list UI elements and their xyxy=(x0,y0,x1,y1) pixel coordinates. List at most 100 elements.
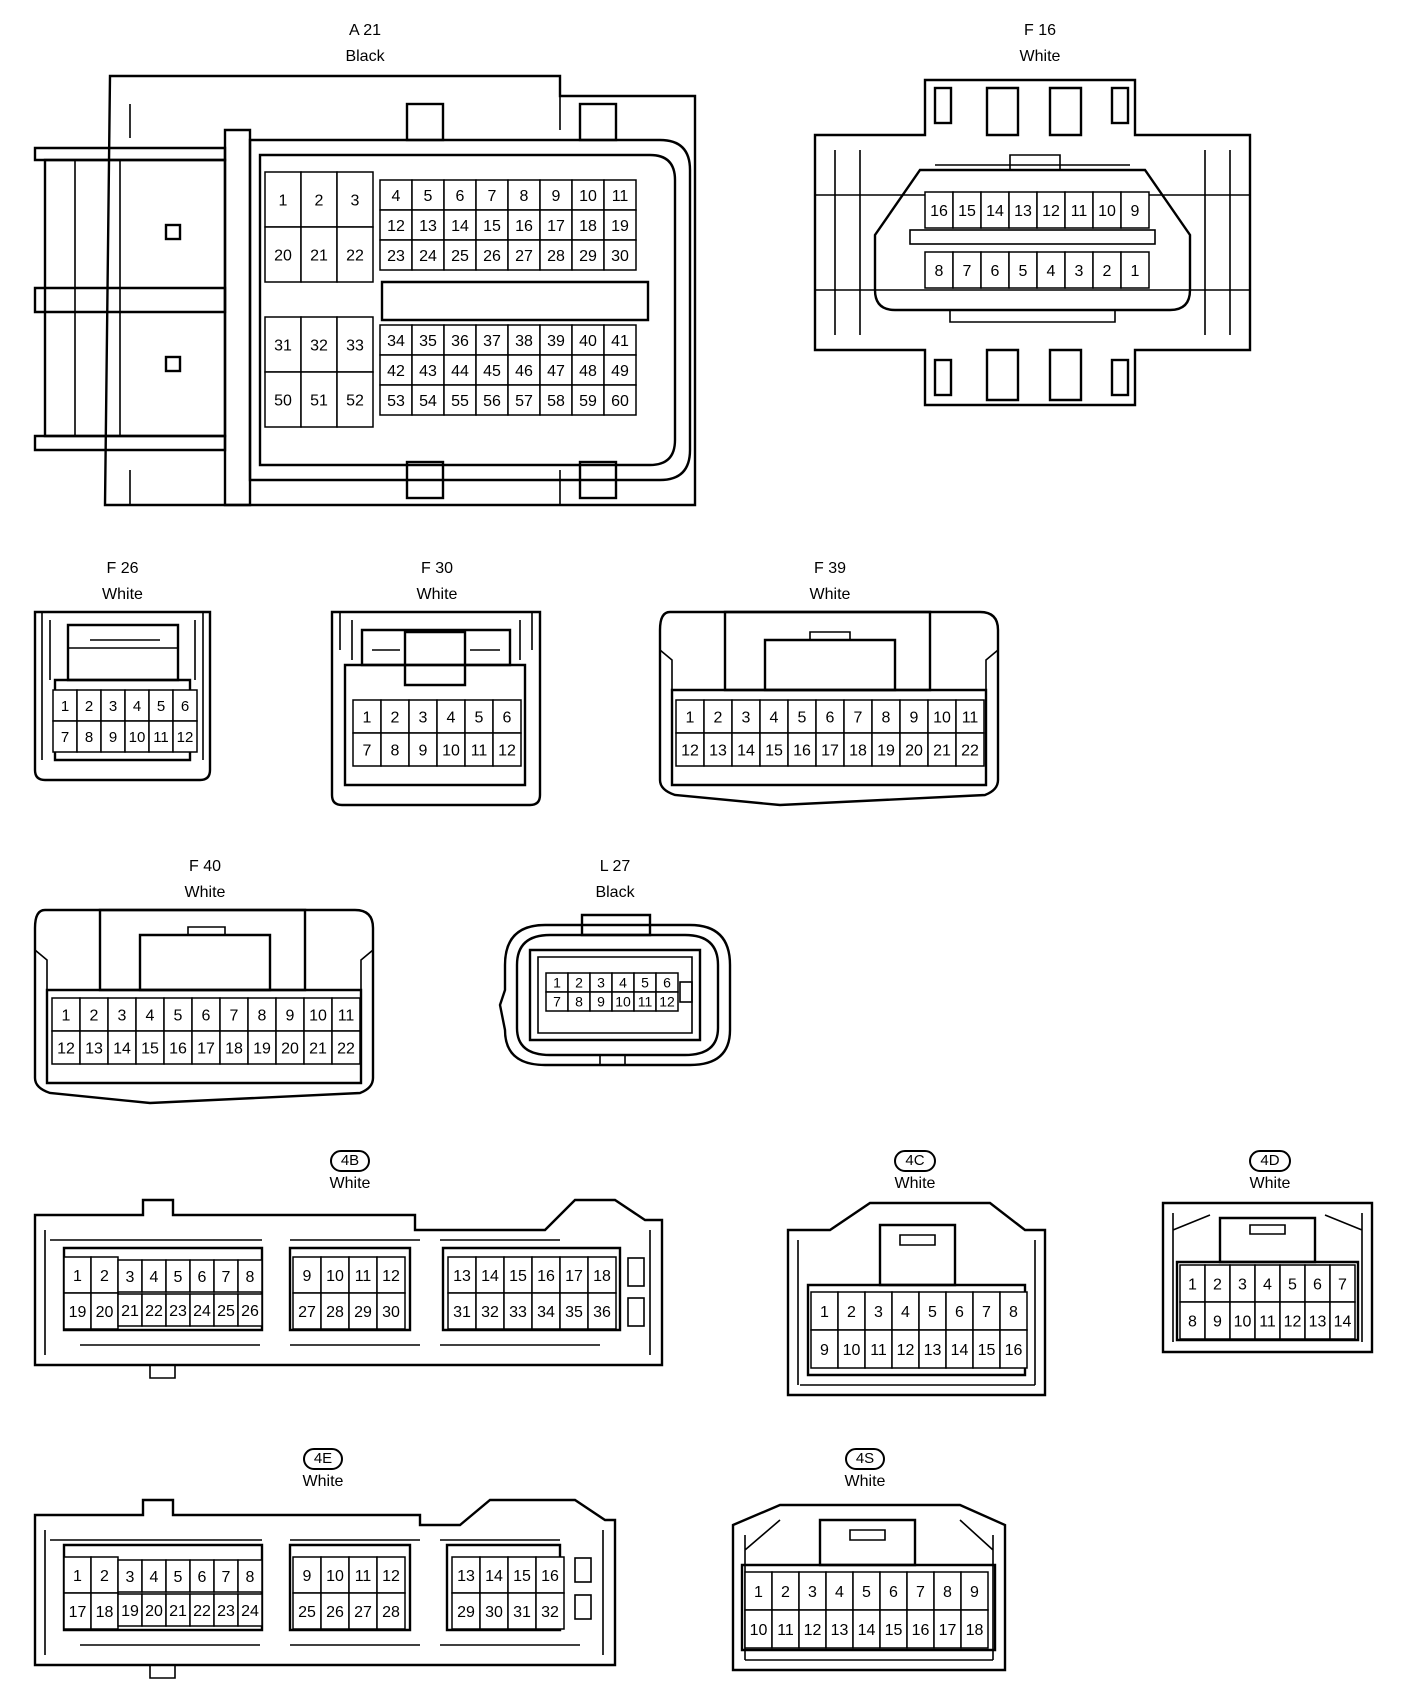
pin-number: 11 xyxy=(638,994,653,1010)
pin-number: 1 xyxy=(363,709,372,726)
pin-number: 37 xyxy=(483,333,501,350)
connector-id: F 26 xyxy=(106,560,139,577)
pin-number: 5 xyxy=(928,1304,937,1321)
pin-number: 9 xyxy=(109,729,117,746)
pin-cell xyxy=(247,997,277,1032)
pin-number: 41 xyxy=(611,333,629,350)
pin-number: 1 xyxy=(61,698,69,715)
pin-number: 17 xyxy=(939,1622,957,1639)
pin-number: 3 xyxy=(118,1007,127,1024)
pin-number: 12 xyxy=(1042,203,1060,220)
pin-number: 52 xyxy=(346,392,364,409)
pin-number: 24 xyxy=(419,248,437,265)
pin-number: 3 xyxy=(1075,263,1084,280)
pin-number: 53 xyxy=(387,393,405,410)
pin-number: 4 xyxy=(1263,1276,1272,1293)
pin-number: 10 xyxy=(129,729,146,746)
connector-color: White xyxy=(894,1175,936,1192)
pin-number: 3 xyxy=(351,192,360,209)
pin-number: 3 xyxy=(742,709,751,726)
pin-number: 26 xyxy=(241,1303,259,1320)
pin-cell xyxy=(1229,1301,1256,1340)
pin-number: 15 xyxy=(513,1568,531,1585)
pin-number: 8 xyxy=(882,709,891,726)
pin-number: 3 xyxy=(597,975,605,991)
pin-number: 10 xyxy=(843,1342,861,1359)
pin-cell xyxy=(603,384,637,416)
pin-cell xyxy=(411,209,445,241)
pin-cell xyxy=(443,384,477,416)
pin-cell xyxy=(376,1556,406,1594)
pin-number: 13 xyxy=(709,742,727,759)
pin-number: 12 xyxy=(681,742,699,759)
pin-number: 10 xyxy=(1234,1313,1252,1330)
pin-cell xyxy=(1179,1264,1206,1303)
pin-cell xyxy=(492,732,522,767)
pin-cell xyxy=(451,1592,481,1630)
pin-cell xyxy=(117,1259,143,1293)
pin-number: 5 xyxy=(174,1269,183,1286)
pin-cell xyxy=(376,1292,406,1330)
pin-number: 4 xyxy=(133,698,141,715)
pin-cell xyxy=(1329,1301,1356,1340)
pin-number: 9 xyxy=(820,1342,829,1359)
pin-number: 2 xyxy=(90,1007,99,1024)
pin-cell xyxy=(507,239,541,271)
pin-cell xyxy=(539,239,573,271)
pin-cell xyxy=(1120,251,1150,289)
pin-number: 57 xyxy=(515,393,533,410)
pin-cell xyxy=(436,732,466,767)
pin-number: 30 xyxy=(382,1304,400,1321)
pin-number: 2 xyxy=(781,1584,790,1601)
pin-number: 11 xyxy=(471,742,488,759)
pin-number: 58 xyxy=(547,393,565,410)
pin-cell xyxy=(744,1609,773,1649)
pin-number: 4 xyxy=(901,1304,910,1321)
pin-cell xyxy=(303,1030,333,1065)
pin-number: 2 xyxy=(714,709,723,726)
pin-number: 7 xyxy=(488,188,497,205)
pin-number: 15 xyxy=(978,1342,996,1359)
pin-cell xyxy=(213,1559,239,1593)
pin-cell xyxy=(237,1293,263,1327)
pin-number: 5 xyxy=(174,1007,183,1024)
pin-cell xyxy=(924,191,954,229)
pin-number: 16 xyxy=(169,1040,187,1057)
pin-cell xyxy=(655,991,679,1012)
pin-number: 1 xyxy=(553,975,561,991)
pin-cell xyxy=(531,1292,561,1330)
pin-number: 44 xyxy=(451,363,469,380)
pin-number: 3 xyxy=(1238,1276,1247,1293)
pin-number: 13 xyxy=(453,1268,471,1285)
pin-number: 19 xyxy=(253,1040,271,1057)
pin-cell xyxy=(191,1030,221,1065)
connector-id: F 30 xyxy=(420,560,453,577)
pin-number: 27 xyxy=(298,1304,316,1321)
pin-cell xyxy=(331,1030,361,1065)
pin-cell xyxy=(980,251,1010,289)
pin-cell xyxy=(731,732,761,767)
pin-number: 33 xyxy=(509,1304,527,1321)
pin-number: 10 xyxy=(309,1007,327,1024)
pin-number: 11 xyxy=(338,1007,355,1024)
pin-cell xyxy=(535,1592,565,1630)
pin-cell xyxy=(447,1292,477,1330)
pin-number: 15 xyxy=(958,203,976,220)
pin-cell xyxy=(492,699,522,734)
pin-number: 16 xyxy=(537,1268,555,1285)
pin-cell xyxy=(443,239,477,271)
pin-number: 40 xyxy=(579,333,597,350)
pin-cell xyxy=(52,720,78,753)
pin-number: 9 xyxy=(910,709,919,726)
pin-number: 13 xyxy=(1309,1313,1327,1330)
pin-number: 27 xyxy=(354,1604,372,1621)
pin-number: 18 xyxy=(593,1268,611,1285)
pin-number: 8 xyxy=(246,1269,255,1286)
pin-cell xyxy=(408,732,438,767)
pin-number: 29 xyxy=(457,1604,475,1621)
pin-number: 9 xyxy=(286,1007,295,1024)
pin-cell xyxy=(503,1292,533,1330)
pin-number: 9 xyxy=(1131,203,1140,220)
pin-number: 26 xyxy=(483,248,501,265)
